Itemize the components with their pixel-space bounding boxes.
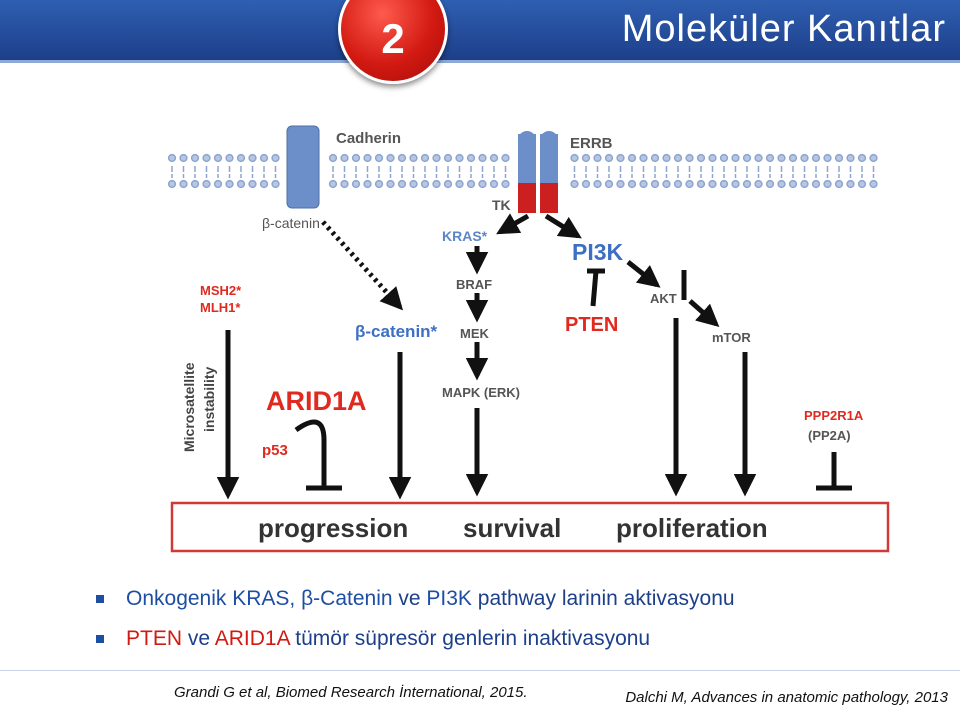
proliferation-label: proliferation — [616, 513, 768, 543]
kras-label: KRAS* — [442, 228, 488, 244]
footer-divider — [0, 670, 960, 671]
reference-left: Grandi G et al, Biomed Research İnternat… — [174, 684, 528, 701]
tk-to-kras-arrow — [496, 213, 530, 235]
ppp2r1a-label: PPP2R1A — [804, 408, 864, 423]
p53-label: p53 — [262, 442, 288, 459]
cadherin-receptor — [286, 125, 320, 209]
mtor-label: mTOR — [712, 330, 751, 345]
bullet-remainder: tümör süpresör genlerin inaktivasyonu — [289, 627, 651, 650]
akt-to-mtor-arrow — [688, 299, 720, 327]
errb-label: ERRB — [570, 135, 613, 152]
pten-inhibition — [587, 268, 605, 307]
title-bar-underline — [0, 60, 960, 63]
title-bar — [0, 0, 960, 60]
cadherin-label: Cadherin — [336, 130, 401, 147]
beta-catenin-dotted-arrow — [321, 220, 404, 311]
beta-catenin-star-label: β-catenin* — [355, 322, 438, 341]
bullet-connector: ve — [392, 587, 427, 610]
tk-label: TK — [492, 197, 511, 213]
braf-label: BRAF — [456, 277, 492, 292]
instability-label: instability — [201, 366, 217, 432]
pi3k-to-akt-arrow — [626, 260, 661, 288]
bullet-square-icon — [96, 595, 104, 603]
outcome-box — [170, 501, 890, 553]
arid1a-label: ARID1A — [266, 386, 367, 416]
slide-number-badge: 2 — [338, 0, 448, 84]
bullet-highlight: Onkogenik KRAS, β-Catenin — [126, 587, 393, 610]
msh2-label: MSH2* — [200, 283, 242, 298]
slide-title: Moleküler Kanıtlar — [621, 8, 946, 50]
mlh1-label: MLH1* — [200, 300, 241, 315]
bullet-text: Onkogenik KRAS, β-Catenin ve PI3K pathwa… — [126, 584, 735, 614]
membrane-b-catenin-label: β-catenin — [262, 215, 320, 231]
pp2a-inhibition — [816, 452, 852, 491]
bullet-highlight: PTEN — [126, 627, 183, 650]
bullet-highlight: PI3K — [426, 587, 472, 610]
mek-label: MEK — [460, 326, 490, 341]
bullet-highlight: ARID1A — [214, 627, 290, 650]
progression-label: progression — [258, 513, 408, 543]
survival-label: survival — [463, 513, 561, 543]
pten-label: PTEN — [565, 314, 618, 336]
reference-right: Dalchi M, Advances in anatomic pathology… — [625, 689, 948, 706]
pi3k-label: PI3K — [572, 239, 624, 265]
bullet-text: PTEN ve ARID1A tümör süpresör genlerin i… — [126, 624, 650, 654]
microsatellite-label: Microsatellite — [181, 362, 197, 452]
tk-to-pi3k-arrow — [544, 213, 582, 239]
bullet-connector: ve — [182, 627, 215, 650]
errb-receptor — [518, 131, 558, 213]
mapk-label: MAPK (ERK) — [442, 385, 520, 400]
akt-label: AKT — [650, 291, 677, 306]
bullet-remainder: pathway larinin aktivasyonu — [471, 587, 735, 610]
arid1a-inhibition — [294, 419, 342, 491]
slide-number: 2 — [381, 15, 405, 62]
bullet-square-icon — [96, 635, 104, 643]
pp2a-label: (PP2A) — [808, 428, 851, 443]
cell-membrane — [167, 153, 878, 189]
